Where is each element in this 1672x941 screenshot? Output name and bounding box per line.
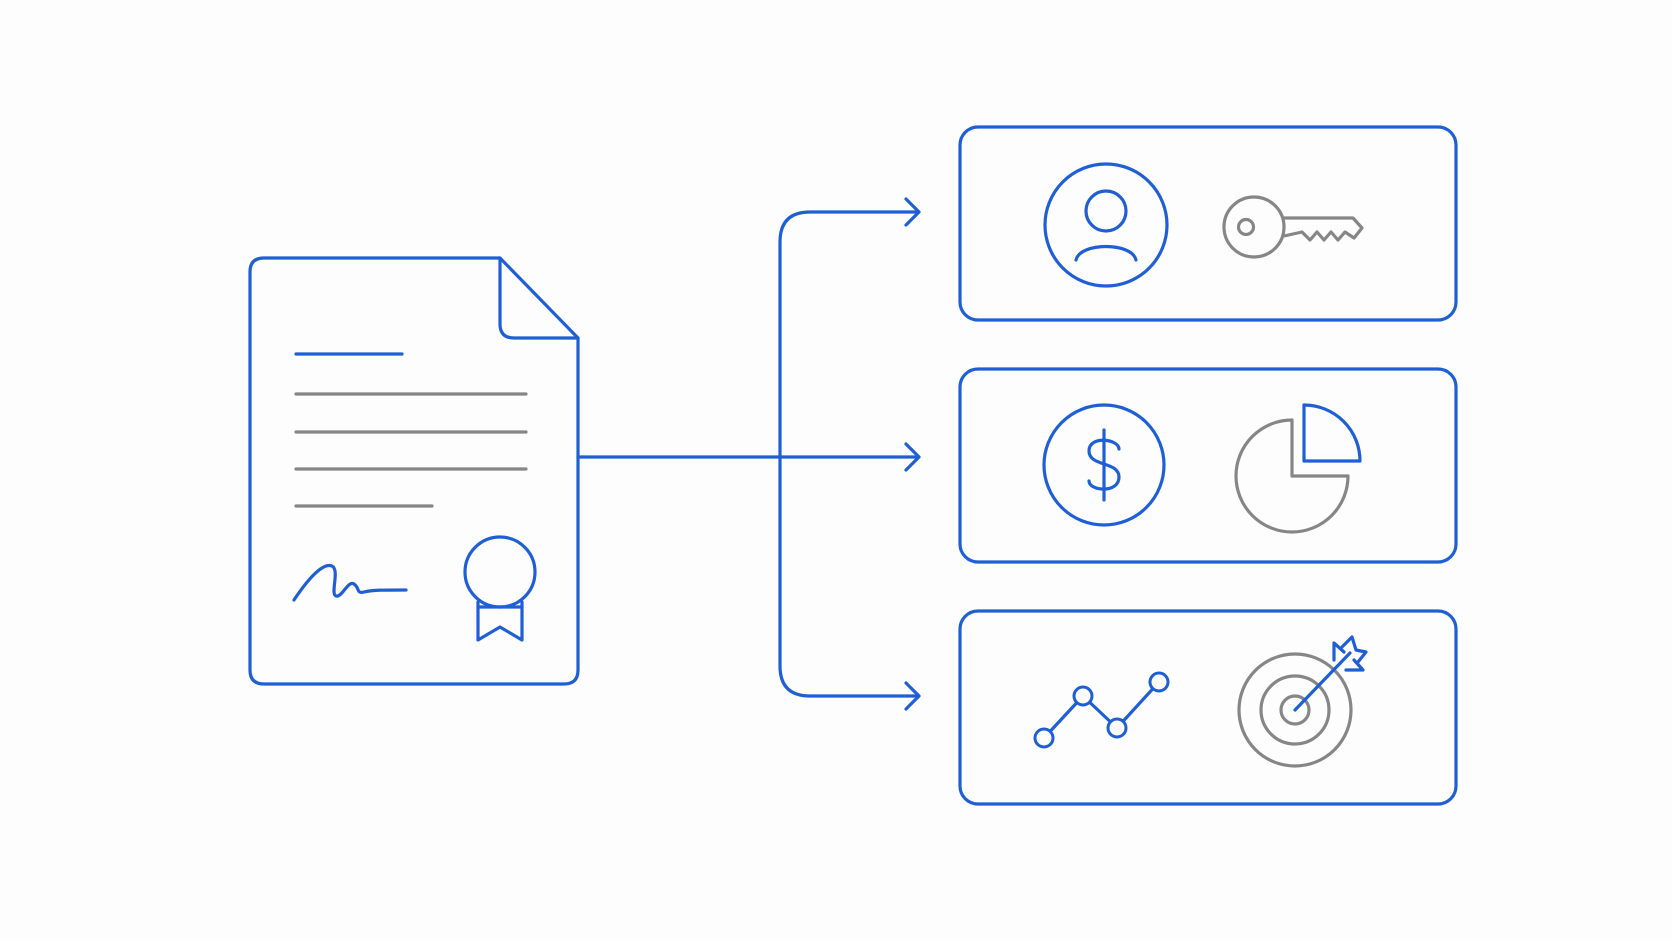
- dollar-icon: [1042, 403, 1166, 527]
- document-icon: [248, 256, 580, 686]
- key-icon: [1222, 195, 1364, 259]
- signature-icon: [292, 563, 408, 602]
- target-box-identity: [958, 125, 1458, 322]
- target-box-performance: [958, 609, 1458, 806]
- award-seal-icon: [463, 535, 537, 642]
- arrow-head-middle: [904, 442, 921, 472]
- target-box-finance: [958, 367, 1458, 564]
- arrow-head-top: [904, 197, 921, 227]
- arrow-head-bottom: [904, 681, 921, 711]
- pie-chart-icon: [1234, 403, 1362, 534]
- branch-connector-line: [778, 210, 919, 698]
- line-trend-icon: [1033, 671, 1170, 749]
- user-icon: [1043, 162, 1169, 288]
- target-icon: [1237, 635, 1368, 768]
- connector-lines: [576, 197, 921, 711]
